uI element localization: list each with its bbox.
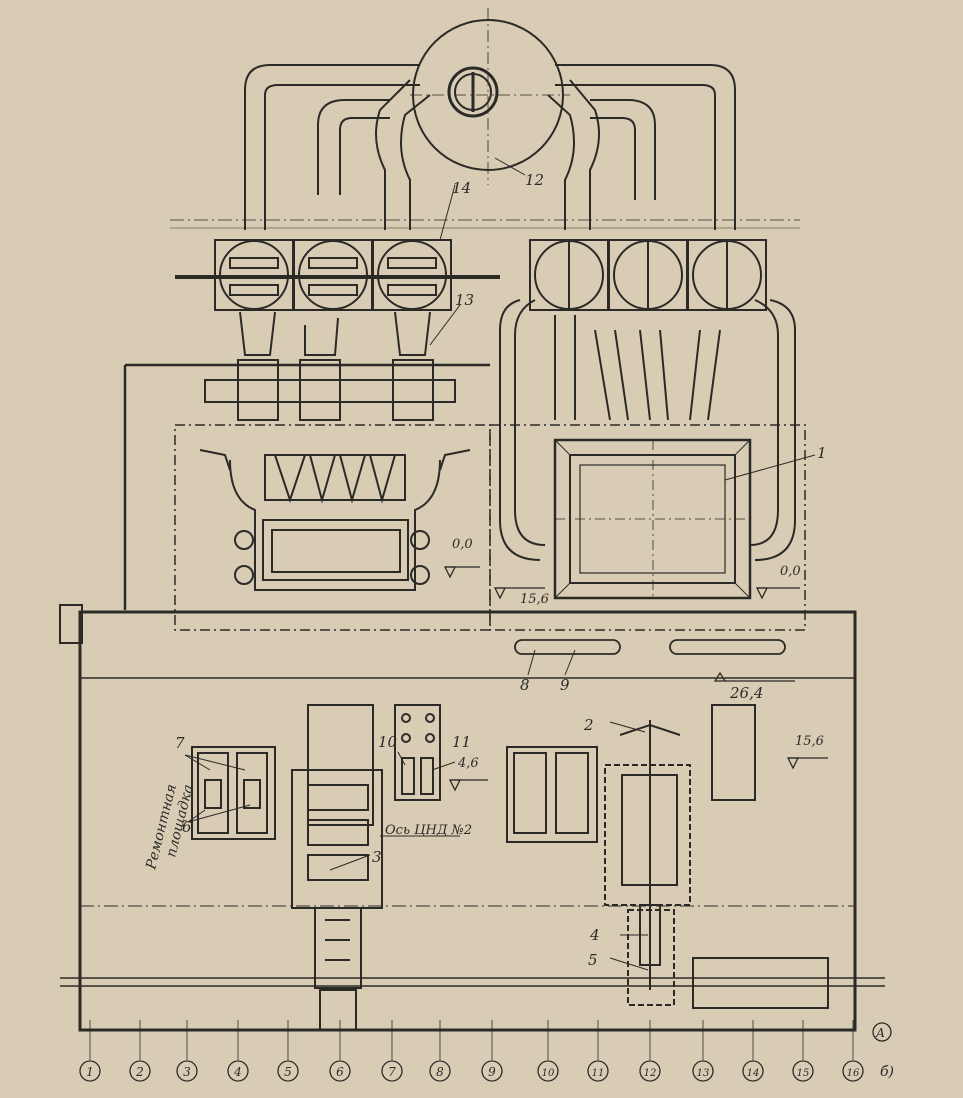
row-axis-marker — [872, 1022, 892, 1042]
column-axis-label-15: 15 — [797, 1068, 810, 1079]
vertical-assembly-2-4-5 — [604, 720, 691, 1006]
column-axis-label-3: 3 — [183, 1065, 191, 1079]
figure-mark: б) — [880, 1064, 894, 1080]
column-axis-circle-16 — [842, 1060, 864, 1082]
column-axis-label-9: 9 — [488, 1065, 496, 1079]
capsules-8-9 — [514, 639, 786, 655]
label-8: 8 — [520, 676, 530, 694]
equipment-10-11 — [394, 704, 441, 801]
condensate-bends — [204, 311, 456, 421]
unit-1-frame — [553, 438, 752, 600]
axis-label-cnd2: Ось ЦНД №2 — [385, 823, 472, 838]
round-tank-12 — [410, 8, 570, 185]
label-7: 7 — [175, 734, 185, 752]
label-5: 5 — [588, 951, 598, 969]
column-axis-label-12: 12 — [644, 1068, 657, 1079]
column-axis-circle-12 — [639, 1060, 661, 1082]
column-axis-circle-13 — [692, 1060, 714, 1082]
column-axis-label-1: 1 — [86, 1065, 94, 1079]
right-panels — [692, 704, 829, 1009]
column-axis-label-4: 4 — [233, 1065, 242, 1079]
column-axis-circle-11 — [587, 1060, 609, 1082]
column-axis-circle-3 — [176, 1060, 198, 1082]
label-2: 2 — [583, 716, 594, 734]
repair-panel — [191, 746, 276, 840]
column-axis-circle-5 — [277, 1060, 299, 1082]
column-axis-label-10: 10 — [542, 1068, 555, 1079]
column-axis-label-16: 16 — [847, 1068, 860, 1079]
column-axis-label-7: 7 — [388, 1065, 396, 1079]
main-hall-outline — [59, 604, 857, 1032]
label-14: 14 — [452, 179, 471, 197]
crane-rail — [60, 977, 885, 987]
turbine-body-left — [199, 449, 471, 591]
column-axis-label-6: 6 — [336, 1065, 344, 1079]
label-11: 11 — [452, 733, 471, 751]
column-axis-label-8: 8 — [436, 1065, 444, 1079]
label-13: 13 — [455, 291, 474, 309]
column-axis-label-14: 14 — [747, 1068, 760, 1079]
elevation-6: 15,6 — [795, 734, 824, 749]
label-6: 6 — [182, 818, 192, 836]
elevation-1: 0,0 — [452, 537, 473, 552]
ducts-right — [547, 64, 736, 230]
row-axis-label: А — [875, 1026, 885, 1040]
elevation-5: 4,6 — [457, 756, 479, 771]
label-12: 12 — [525, 171, 544, 189]
rotor-assembly-3 — [291, 704, 383, 1031]
upper-room-outline — [123, 363, 806, 631]
column-axis-label-2: 2 — [135, 1065, 144, 1079]
column-axis-circle-7 — [381, 1060, 403, 1082]
column-axis-label-13: 13 — [697, 1068, 710, 1079]
column-axis-circle-1 — [79, 1060, 101, 1082]
elevation-marks — [443, 566, 828, 792]
elevation-2: 15,6 — [520, 592, 549, 607]
heater-boxes-right — [529, 239, 767, 311]
column-axis-circle-2 — [129, 1060, 151, 1082]
label-4: 4 — [589, 926, 600, 944]
label-1: 1 — [817, 444, 827, 462]
label-10: 10 — [378, 733, 398, 751]
second-panel — [506, 746, 598, 843]
label-9: 9 — [560, 676, 570, 694]
leader-lines — [184, 157, 816, 971]
column-axis-circle-8 — [429, 1060, 451, 1082]
column-axis-circle-9 — [481, 1060, 503, 1082]
column-axis-lines — [89, 1020, 854, 1060]
column-axis-circle-6 — [329, 1060, 351, 1082]
label-3: 3 — [372, 848, 382, 866]
column-axis-circle-15 — [792, 1060, 814, 1082]
column-axis-circle-10 — [537, 1060, 559, 1082]
column-axis-circle-4 — [227, 1060, 249, 1082]
column-axis-label-5: 5 — [284, 1065, 292, 1079]
elevation-4: 26,4 — [729, 684, 763, 702]
right-descending-ducts — [499, 299, 796, 561]
column-axis-label-11: 11 — [592, 1068, 605, 1079]
elevation-3: 0,0 — [780, 564, 801, 579]
column-axis-circle-14 — [742, 1060, 764, 1082]
ducts-left — [244, 64, 431, 230]
